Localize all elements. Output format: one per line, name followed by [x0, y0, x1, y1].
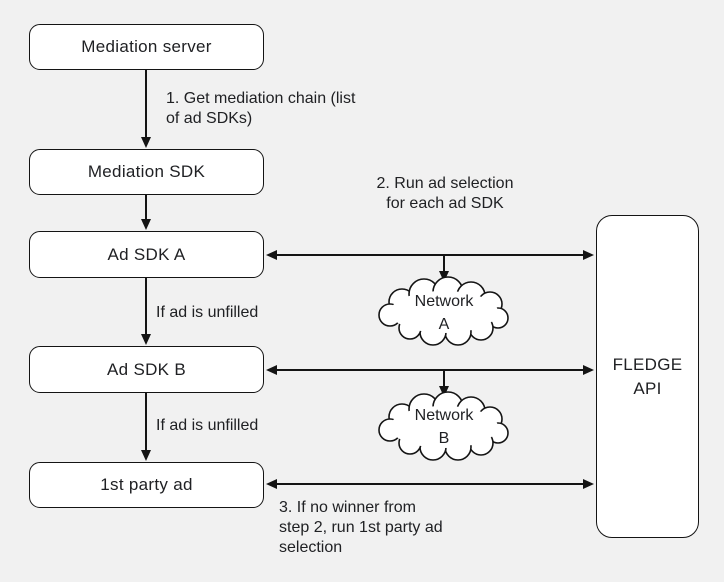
node-fledge-api: FLEDGE API — [596, 215, 699, 538]
annotation-if-ad-unfilled-a: If ad is unfilled — [156, 304, 259, 321]
arrowhead-down-icon — [141, 450, 151, 461]
annotation-step-1: 1. Get mediation chain (list of ad SDKs) — [166, 90, 356, 127]
arrow-ad-sdk-b-to-first-party-ad — [141, 393, 151, 461]
arrowhead-left-icon — [266, 250, 277, 260]
arrowhead-right-icon — [583, 479, 594, 489]
annotation-step-2: 2. Run ad selection for each ad SDK — [376, 175, 514, 212]
arrow-branch-to-network-b — [439, 371, 449, 397]
node-mediation-sdk: Mediation SDK — [29, 149, 264, 195]
arrowhead-down-icon — [439, 386, 449, 397]
arrow-first-party-ad-fledge-api — [266, 479, 594, 489]
arrow-ad-sdk-b-fledge-api — [266, 365, 594, 375]
arrowhead-down-icon — [141, 137, 151, 148]
arrow-mediation-server-to-mediation-sdk — [141, 70, 151, 148]
arrowhead-right-icon — [583, 250, 594, 260]
node-ad-sdk-a: Ad SDK A — [29, 231, 264, 278]
node-mediation-server: Mediation server — [29, 24, 264, 70]
arrowhead-left-icon — [266, 479, 277, 489]
annotation-step-3: 3. If no winner from step 2, run 1st par… — [279, 499, 443, 556]
network-b-cloud-label: Network B — [414, 407, 474, 447]
network-a-cloud-label: Network A — [414, 293, 474, 333]
network-b-cloud-icon — [378, 391, 509, 461]
arrowhead-left-icon — [266, 365, 277, 375]
arrowhead-right-icon — [583, 365, 594, 375]
arrow-ad-sdk-a-fledge-api — [266, 250, 594, 260]
arrow-ad-sdk-a-to-ad-sdk-b — [141, 278, 151, 345]
arrowhead-down-icon — [141, 219, 151, 230]
annotation-if-ad-unfilled-b: If ad is unfilled — [156, 417, 259, 434]
arrow-mediation-sdk-to-ad-sdk-a — [141, 195, 151, 230]
arrowhead-down-icon — [439, 271, 449, 282]
arrowhead-down-icon — [141, 334, 151, 345]
node-ad-sdk-b: Ad SDK B — [29, 346, 264, 393]
node-first-party-ad: 1st party ad — [29, 462, 264, 508]
arrow-branch-to-network-a — [439, 256, 449, 282]
network-a-cloud-icon — [378, 276, 509, 346]
